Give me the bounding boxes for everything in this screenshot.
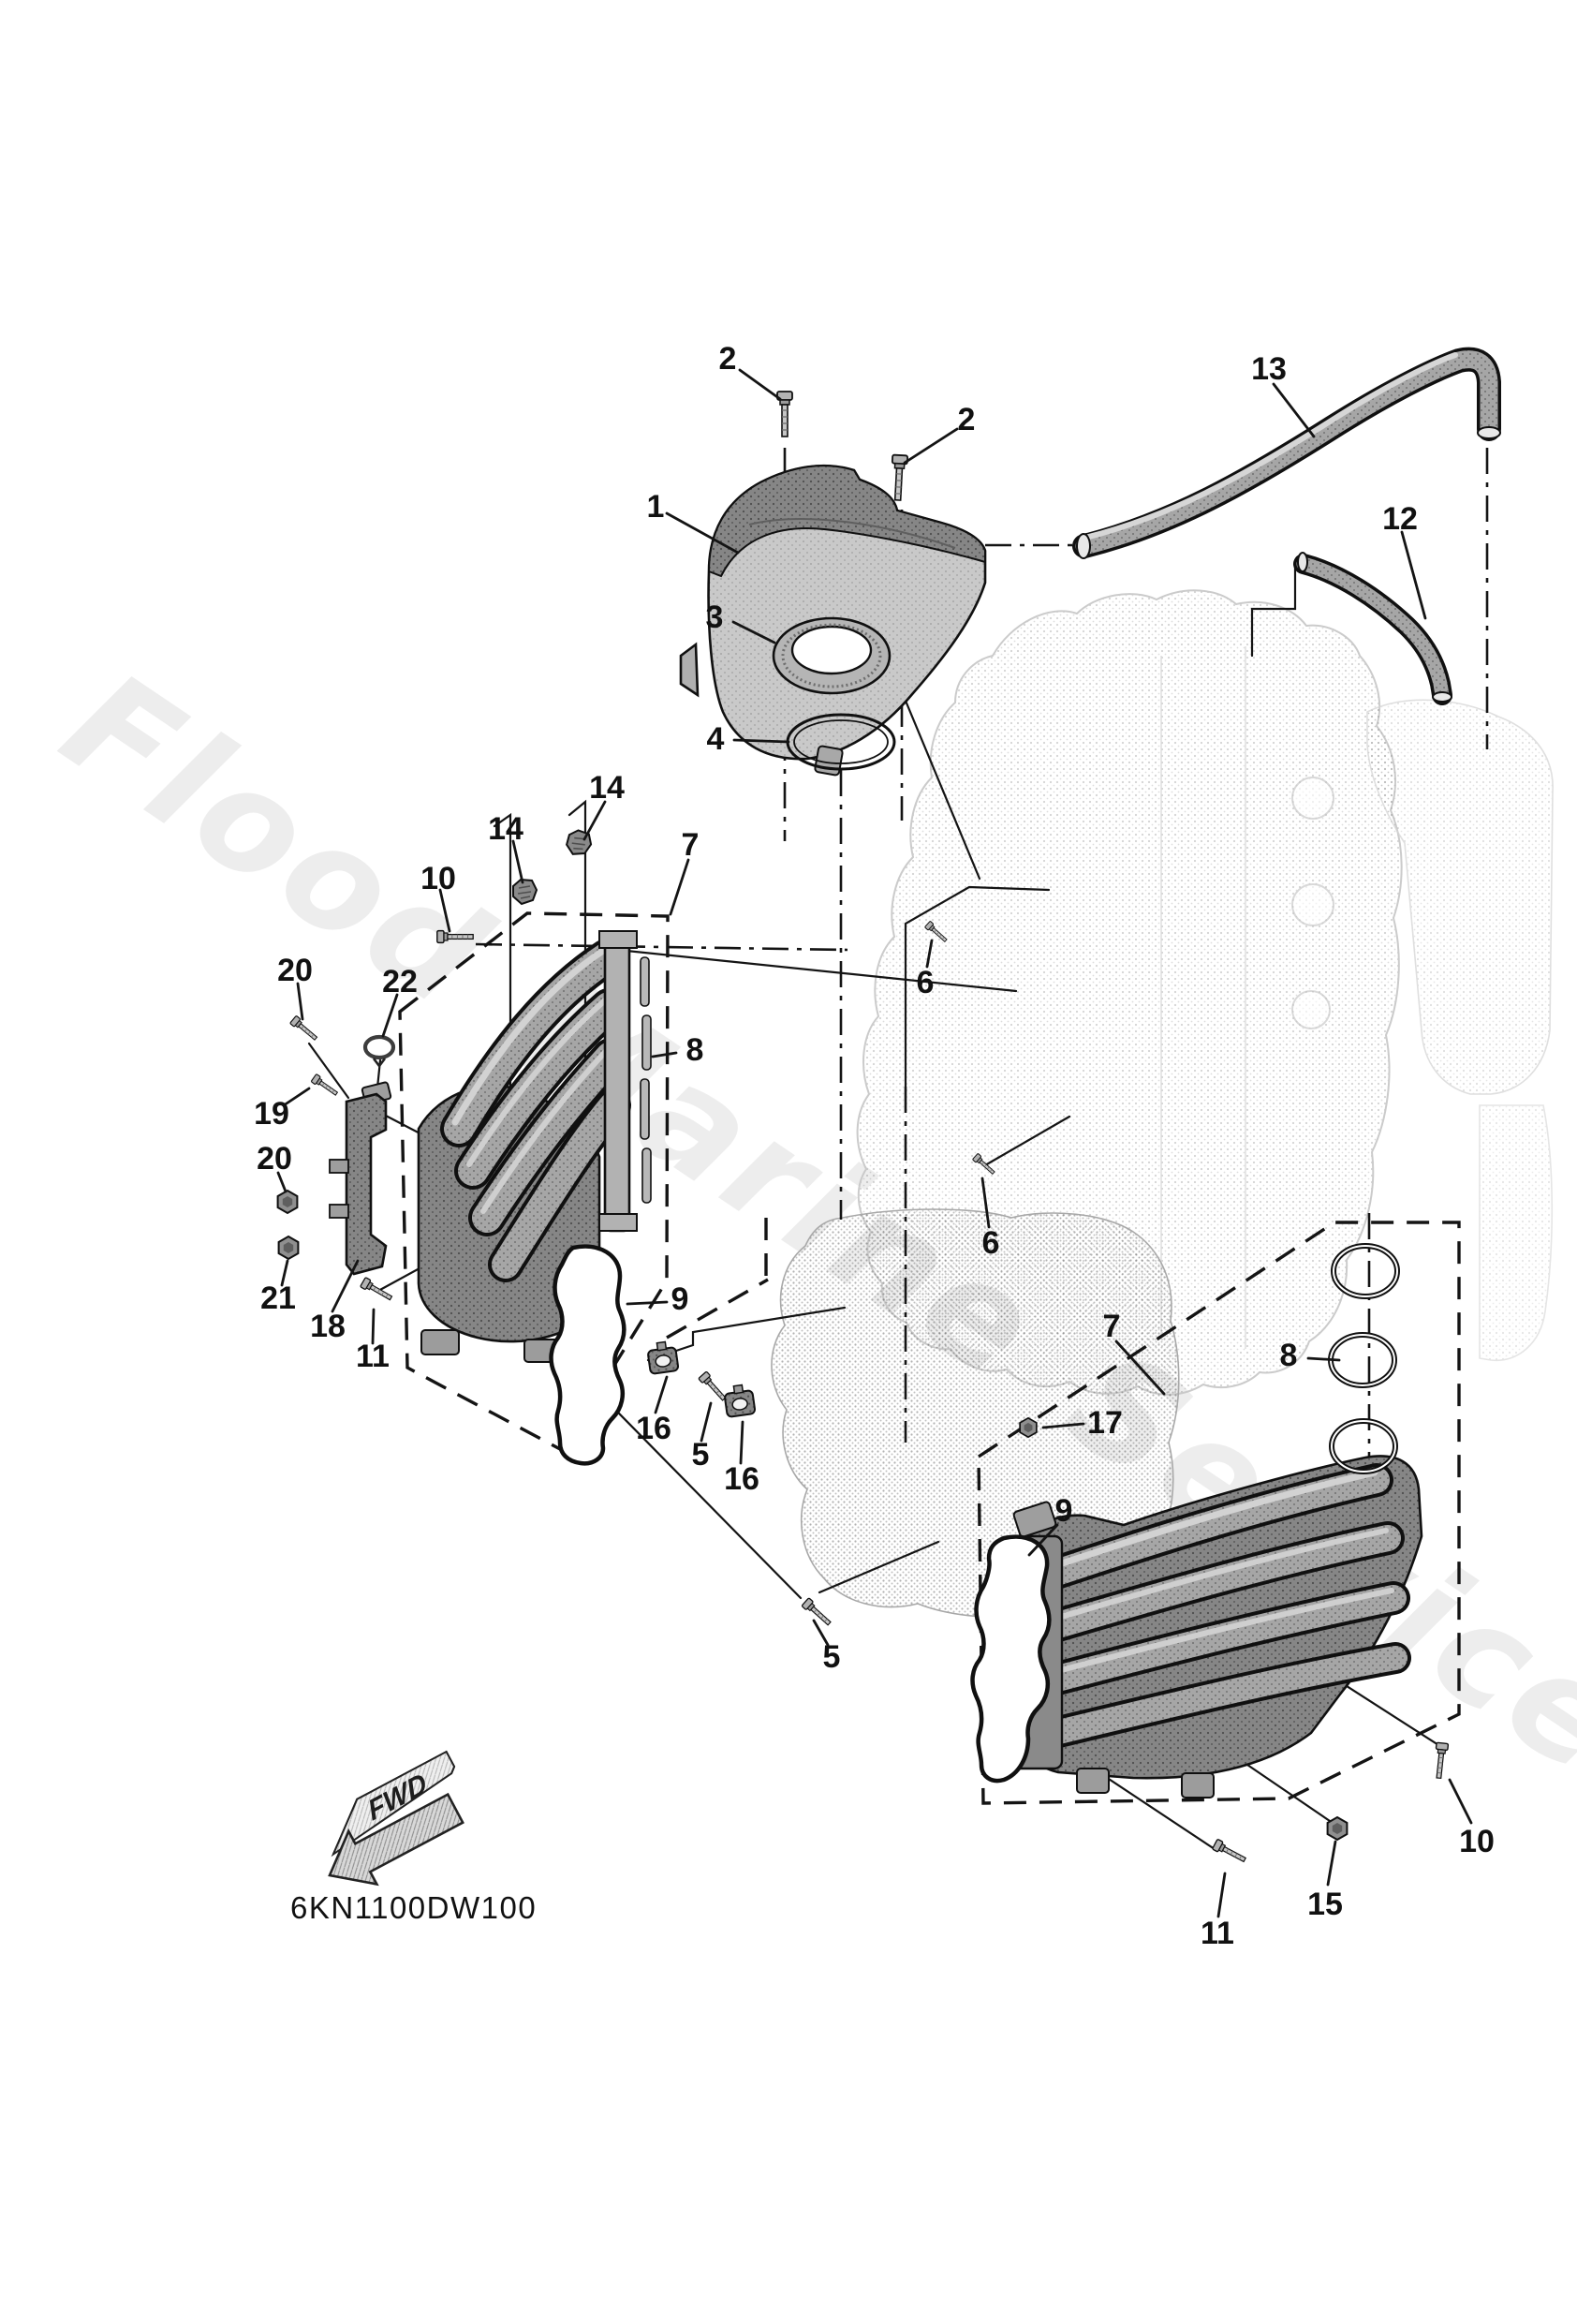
bolt-10b xyxy=(1432,1741,1450,1780)
callout-label-16: 16 xyxy=(636,1411,671,1446)
part-intake-silencer-cover xyxy=(679,464,987,777)
callout-label-22: 22 xyxy=(382,964,418,999)
part-gasket-left xyxy=(549,1244,626,1466)
callout-label-11: 11 xyxy=(356,1339,390,1374)
part-intake-manifold-left xyxy=(417,930,638,1363)
callout-label-7: 7 xyxy=(682,827,700,863)
nut-21 xyxy=(277,1236,300,1260)
callout-label-19: 19 xyxy=(254,1096,289,1132)
part-bracket-18 xyxy=(329,1081,392,1276)
clamp-16b xyxy=(722,1383,757,1418)
callout-label-2: 2 xyxy=(958,402,976,437)
part-breather-hose-13 xyxy=(1072,347,1501,559)
bolt-20a xyxy=(288,1014,320,1044)
fwd-arrow: FWD xyxy=(328,1750,464,1887)
callout-label-10: 10 xyxy=(1459,1824,1495,1859)
callout-label-3: 3 xyxy=(706,600,724,635)
callout-label-2: 2 xyxy=(719,341,737,377)
callout-labels: 2 2 1 13 12 3 4 14 14 10 7 6 20 22 8 19 … xyxy=(254,341,1495,1951)
callout-label-5: 5 xyxy=(692,1437,710,1473)
callout-label-18: 18 xyxy=(310,1309,346,1344)
callout-label-12: 12 xyxy=(1382,501,1418,537)
bolt-19 xyxy=(310,1073,340,1099)
bolt-11b xyxy=(1211,1838,1248,1866)
callout-label-6: 6 xyxy=(982,1225,1000,1261)
callout-label-20: 20 xyxy=(257,1141,292,1177)
dashed-box-left-manifold xyxy=(398,911,670,1453)
callout-label-6: 6 xyxy=(917,965,935,1000)
grommet-14a xyxy=(512,879,538,905)
part-seal-strip-left xyxy=(640,956,652,1204)
clamp-16a xyxy=(645,1340,680,1375)
callout-label-15: 15 xyxy=(1307,1887,1343,1922)
callout-label-14: 14 xyxy=(589,770,625,806)
callout-label-11: 11 xyxy=(1201,1916,1234,1951)
callout-label-9: 9 xyxy=(1055,1493,1073,1529)
nut-17 xyxy=(1019,1416,1038,1439)
callout-label-5: 5 xyxy=(823,1639,841,1675)
callout-label-8: 8 xyxy=(1280,1338,1298,1373)
nut-20b xyxy=(276,1190,299,1214)
callout-label-7: 7 xyxy=(1103,1309,1121,1344)
callout-label-4: 4 xyxy=(707,721,725,757)
dashed-box-right-manifold xyxy=(977,1221,1461,1805)
nut-15 xyxy=(1326,1816,1349,1841)
callout-label-14: 14 xyxy=(488,811,523,847)
bolt-11a xyxy=(359,1276,394,1304)
callout-label-21: 21 xyxy=(260,1280,296,1316)
engine-block-outline xyxy=(856,589,1554,1396)
callout-label-13: 13 xyxy=(1251,351,1287,387)
leader-lines xyxy=(276,368,1473,1918)
callout-label-20: 20 xyxy=(277,953,313,988)
callout-label-16: 16 xyxy=(724,1461,759,1497)
part-intake-manifold-right xyxy=(1009,1455,1423,1799)
part-gasket-right xyxy=(970,1534,1052,1784)
bolt-5b xyxy=(801,1597,834,1629)
callout-label-1: 1 xyxy=(647,489,665,525)
bolt-5a xyxy=(698,1370,730,1404)
dashed-connector xyxy=(666,1218,769,1340)
callout-label-8: 8 xyxy=(686,1032,704,1068)
part-ring-duct xyxy=(772,616,892,695)
callout-label-17: 17 xyxy=(1087,1405,1123,1441)
callout-label-9: 9 xyxy=(671,1281,689,1317)
part-breather-hose-12 xyxy=(1293,552,1452,705)
drawing-code: 6KN1100DW100 xyxy=(290,1890,537,1925)
callout-label-10: 10 xyxy=(420,861,456,896)
